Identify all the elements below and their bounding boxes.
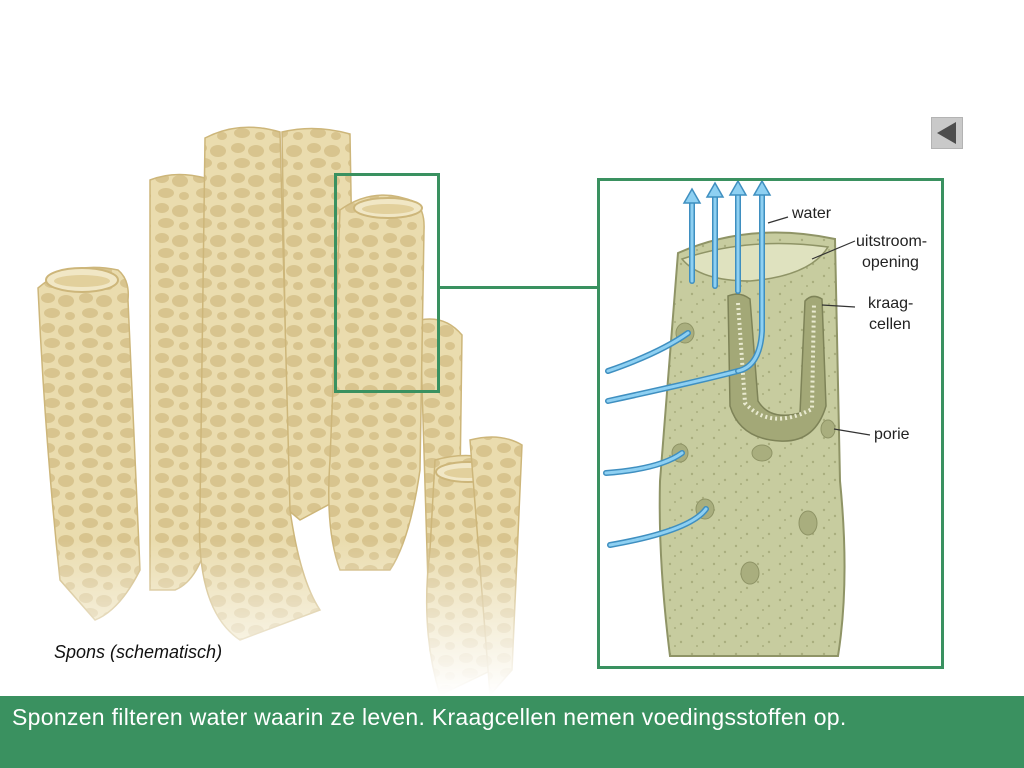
footer-bar: Sponzen filteren water waarin ze leven. … [0, 696, 1024, 768]
label-pore: porie [874, 426, 910, 443]
zoom-connector-line [440, 286, 598, 289]
footer-text: Sponzen filteren water waarin ze leven. … [12, 704, 847, 730]
label-collar-cells-2: cellen [869, 316, 911, 333]
footer-text-container: Sponzen filteren water waarin ze leven. … [12, 703, 1012, 732]
sponge-cross-section [603, 181, 871, 657]
label-outflow-opening-1: uitstroom- [856, 233, 928, 250]
back-button[interactable] [931, 117, 963, 149]
detail-panel: water uitstroom- opening kraag- cellen p… [597, 178, 944, 669]
label-collar-cells-1: kraag- [868, 295, 914, 312]
sponge-caption: Spons (schematisch) [54, 642, 223, 662]
sponge-illustration [0, 126, 600, 695]
label-outflow-opening-2: opening [862, 254, 919, 271]
zoom-highlight-box [334, 173, 440, 393]
label-water: water [792, 205, 832, 222]
back-triangle-icon [937, 122, 956, 144]
